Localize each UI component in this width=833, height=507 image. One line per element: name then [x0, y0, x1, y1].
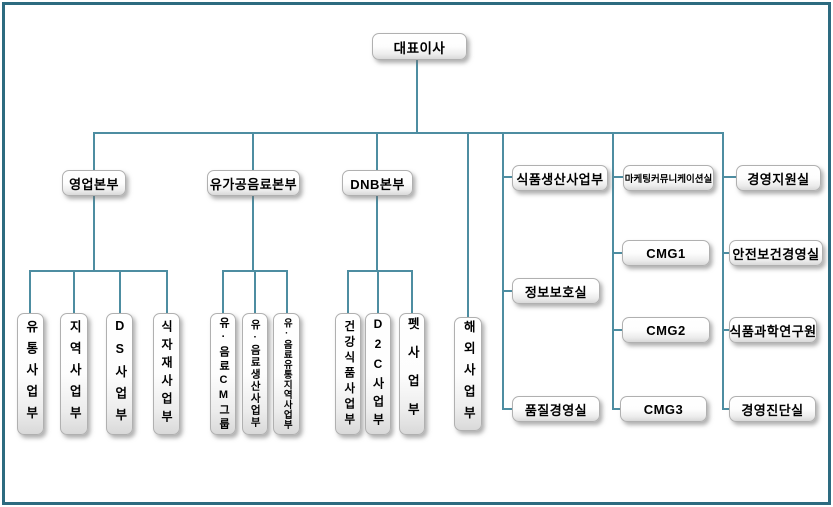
- box-ds-dept: DS사업부: [106, 313, 133, 435]
- connector-drop-d2c: [377, 270, 379, 313]
- connector-bus-sales-children: [30, 270, 167, 272]
- tick-mgmt-diagnosis: [722, 408, 730, 410]
- tick-cmg3: [612, 408, 621, 410]
- tick-info-security: [502, 290, 513, 292]
- box-sales-hq: 영업본부: [62, 170, 126, 196]
- connector-drop-dairy-regional: [286, 270, 288, 313]
- connector-spine-column3: [722, 132, 724, 410]
- box-information-security-office: 정보보호실: [512, 278, 600, 304]
- box-d2c-dept: D2C사업부: [365, 313, 391, 435]
- box-dnb-hq: DNB본부: [342, 170, 413, 196]
- tick-quality-mgmt: [502, 408, 513, 410]
- connector-stem-sales: [93, 196, 95, 272]
- connector-drop-overseas: [467, 132, 469, 317]
- connector-spine-column2: [612, 132, 614, 410]
- connector-drop-dairy-production: [254, 270, 256, 313]
- tick-food-science: [722, 329, 730, 331]
- tick-marketing-comm: [612, 176, 624, 178]
- box-quality-management-office: 품질경영실: [512, 396, 600, 422]
- box-regional-dept: 지역사업부: [60, 313, 88, 435]
- connector-drop-ds: [119, 270, 121, 313]
- box-dairy-cm-group: 유·음료CM그룹: [210, 313, 236, 435]
- box-ceo: 대표이사: [372, 33, 467, 60]
- box-dairy-distribution-regional-dept: 유·음료유통지역사업부: [273, 313, 300, 435]
- connector-spine-column1: [502, 132, 504, 410]
- connector-drop-pet: [411, 270, 413, 313]
- box-food-production-division: 식품생산사업부: [512, 165, 608, 191]
- tick-mgmt-support: [722, 176, 736, 178]
- connector-root-stem: [416, 60, 418, 133]
- connector-drop-distribution: [29, 270, 31, 313]
- box-health-food-dept: 건강식품사업부: [335, 313, 361, 435]
- connector-drop-dnb: [376, 132, 378, 170]
- connector-stem-dairy: [252, 196, 254, 272]
- box-food-science-research-institute: 식품과학연구원: [729, 317, 817, 343]
- connector-stem-dnb: [376, 196, 378, 272]
- tick-cmg2: [612, 329, 623, 331]
- connector-drop-cm-group: [222, 270, 224, 313]
- box-food-ingredients-dept: 식자재사업부: [153, 313, 180, 435]
- box-overseas-dept: 해외사업부: [454, 317, 482, 431]
- connector-drop-health-food: [347, 270, 349, 313]
- box-cmg3: CMG3: [620, 396, 707, 422]
- box-cmg2: CMG2: [622, 317, 710, 343]
- box-cmg1: CMG1: [622, 240, 710, 266]
- box-distribution-dept: 유통사업부: [17, 313, 44, 435]
- connector-drop-sales: [93, 132, 95, 170]
- box-management-diagnosis-office: 경영진단실: [729, 396, 816, 422]
- connector-drop-foodservice: [166, 270, 168, 313]
- box-dairy-beverage-hq: 유가공음료본부: [207, 170, 300, 196]
- box-marketing-communication-office: 마케팅커뮤니케이션실: [623, 165, 714, 191]
- box-management-support-office: 경영지원실: [736, 165, 821, 191]
- connector-drop-dairy: [252, 132, 254, 170]
- box-dairy-production-dept: 유·음료생산사업부: [242, 313, 268, 435]
- connector-bus-dnb-children: [347, 270, 413, 272]
- connector-drop-regional: [73, 270, 75, 313]
- box-safety-health-management-office: 안전보건경영실: [729, 240, 823, 266]
- connector-main-bus: [94, 132, 724, 134]
- box-pet-dept: 펫사업부: [399, 313, 425, 435]
- tick-cmg1: [612, 252, 623, 254]
- tick-food-production: [502, 176, 513, 178]
- tick-safety-health: [722, 252, 730, 254]
